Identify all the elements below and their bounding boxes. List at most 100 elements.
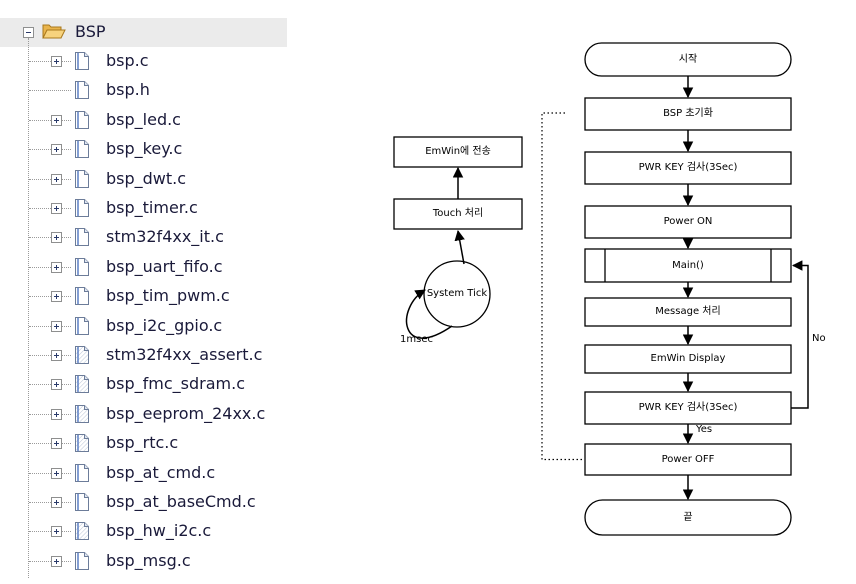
tree-item-label: bsp_key.c: [106, 139, 183, 159]
tree-guide-line: [29, 355, 71, 356]
c-file-icon: [75, 110, 89, 129]
expand-icon[interactable]: [51, 56, 62, 67]
tree-item[interactable]: bsp_tim_pwm.c: [0, 282, 290, 311]
edge-label-yes: Yes: [696, 424, 713, 435]
c-file-hatched-icon: [75, 404, 89, 423]
tree-guide-line: [29, 472, 71, 474]
tree-item[interactable]: bsp_hw_i2c.c: [0, 517, 290, 546]
process-node-pwr-key-check-1: [584, 151, 792, 185]
tree-item[interactable]: bsp_dwt.c: [0, 165, 290, 194]
c-file-icon: [75, 257, 89, 276]
folder-open-icon: [42, 22, 66, 40]
node-label-power-on: Power ON: [663, 216, 713, 227]
tree-root-label[interactable]: BSP: [75, 22, 106, 41]
node-label-message: Message 처리: [655, 306, 721, 317]
dotted-bracket-line: [541, 112, 585, 461]
node-label-pwr-key-check-2: PWR KEY 검사(3Sec): [638, 402, 738, 413]
expand-icon[interactable]: [51, 232, 62, 244]
process-node-bsp-init: [584, 97, 792, 131]
tree-guide-line: [28, 38, 29, 578]
tree-item-label: bsp_eeprom_24xx.c: [106, 403, 266, 423]
node-label-pwr-key-check-1: PWR KEY 검사(3Sec): [638, 162, 738, 173]
node-label-end: 끝: [683, 512, 693, 523]
c-file-hatched-icon: [75, 522, 89, 541]
c-file-icon: [75, 287, 89, 306]
expand-icon[interactable]: [51, 203, 62, 214]
tree-item[interactable]: bsp_timer.c: [0, 194, 290, 223]
tree-item[interactable]: bsp_msg.c: [0, 547, 290, 576]
flowchart: 시작 BSP 초기화 PWR KEY 검사(3Sec) Power ON Main() M…: [380, 0, 856, 584]
tree-item-label: bsp_at_baseCmd.c: [106, 492, 256, 511]
expand-icon[interactable]: [51, 379, 62, 391]
expand-icon[interactable]: [51, 497, 62, 508]
tree-item[interactable]: bsp_rtc.c: [0, 429, 290, 458]
tree-item[interactable]: bsp_i2c_gpio.c: [0, 312, 290, 341]
tree-item-label: bsp.c: [106, 51, 149, 70]
tree-item-label: stm32f4xx_it.c: [106, 227, 224, 247]
expand-icon[interactable]: [51, 291, 62, 303]
expand-icon[interactable]: [51, 350, 62, 361]
process-node-touch: [393, 198, 523, 230]
tree-guide-line: [29, 384, 71, 386]
h-file-icon: [75, 81, 89, 100]
expand-icon[interactable]: [51, 526, 62, 538]
tree-item-label: bsp_i2c_gpio.c: [106, 315, 223, 335]
tree-guide-line: [29, 149, 71, 151]
tree-item[interactable]: stm32f4xx_assert.c: [0, 341, 290, 370]
process-node-power-on: [584, 205, 792, 239]
tree-guide-line: [29, 119, 71, 121]
c-file-icon: [75, 493, 89, 511]
tree-guide-line: [29, 237, 71, 239]
node-label-start: 시작: [678, 54, 698, 65]
c-file-icon: [75, 140, 89, 159]
process-node-main: [584, 248, 792, 283]
tree-item-label: bsp_timer.c: [106, 198, 198, 217]
tree-item[interactable]: stm32f4xx_it.c: [0, 223, 290, 252]
process-node-message: [584, 297, 792, 327]
expand-icon[interactable]: [51, 408, 62, 420]
process-node-power-off: [584, 443, 792, 476]
expand-icon[interactable]: [51, 438, 62, 450]
node-label-bsp-init: BSP 초기화: [663, 108, 713, 119]
tree-item[interactable]: bsp_fmc_sdram.c: [0, 370, 290, 399]
expand-icon[interactable]: [51, 261, 62, 273]
c-file-icon: [75, 551, 89, 570]
tree-item-label: bsp_fmc_sdram.c: [106, 374, 246, 394]
tree-item-label: bsp_dwt.c: [106, 168, 187, 188]
tree-item-label: bsp_rtc.c: [106, 433, 179, 453]
tree-item-label: bsp_uart_fifo.c: [106, 256, 223, 276]
tree-item[interactable]: bsp.c: [0, 47, 290, 76]
expand-icon[interactable]: [51, 555, 62, 567]
tree-item[interactable]: bsp_at_baseCmd.c: [0, 488, 290, 517]
tree-item[interactable]: bsp_at_cmd.c: [0, 459, 290, 488]
c-file-icon: [75, 316, 89, 335]
tree-guide-line: [29, 178, 71, 180]
node-label-power-off: Power OFF: [661, 454, 715, 465]
tree-guide-line: [29, 266, 71, 268]
node-label-emwin-send: EmWin에 전송: [425, 146, 491, 157]
expand-icon[interactable]: [51, 114, 62, 126]
tree-guide-line: [29, 90, 71, 92]
node-label-main: Main(): [672, 260, 704, 271]
c-file-icon: [75, 169, 89, 188]
tree-item[interactable]: bsp_uart_fifo.c: [0, 253, 290, 282]
expand-icon[interactable]: [51, 320, 62, 332]
c-file-icon: [75, 199, 89, 217]
collapse-icon[interactable]: [23, 27, 34, 38]
c-file-hatched-icon: [75, 434, 89, 453]
node-label-system-tick: System Tick: [426, 288, 488, 299]
tree-guide-line: [29, 325, 71, 327]
tree-item[interactable]: bsp_led.c: [0, 106, 290, 135]
tree-item[interactable]: bsp.h: [0, 76, 290, 105]
expand-icon[interactable]: [51, 173, 62, 185]
tree-item-label: bsp_msg.c: [106, 550, 191, 570]
tree-item[interactable]: bsp_eeprom_24xx.c: [0, 400, 290, 429]
expand-icon[interactable]: [51, 144, 62, 156]
tick-to-touch-arrow: [454, 229, 465, 265]
c-file-icon: [75, 52, 89, 70]
expand-icon[interactable]: [51, 467, 62, 479]
tree-item[interactable]: bsp_key.c: [0, 135, 290, 164]
tree-item-label: bsp_at_cmd.c: [106, 462, 216, 482]
flowchart-canvas: [393, 42, 809, 536]
